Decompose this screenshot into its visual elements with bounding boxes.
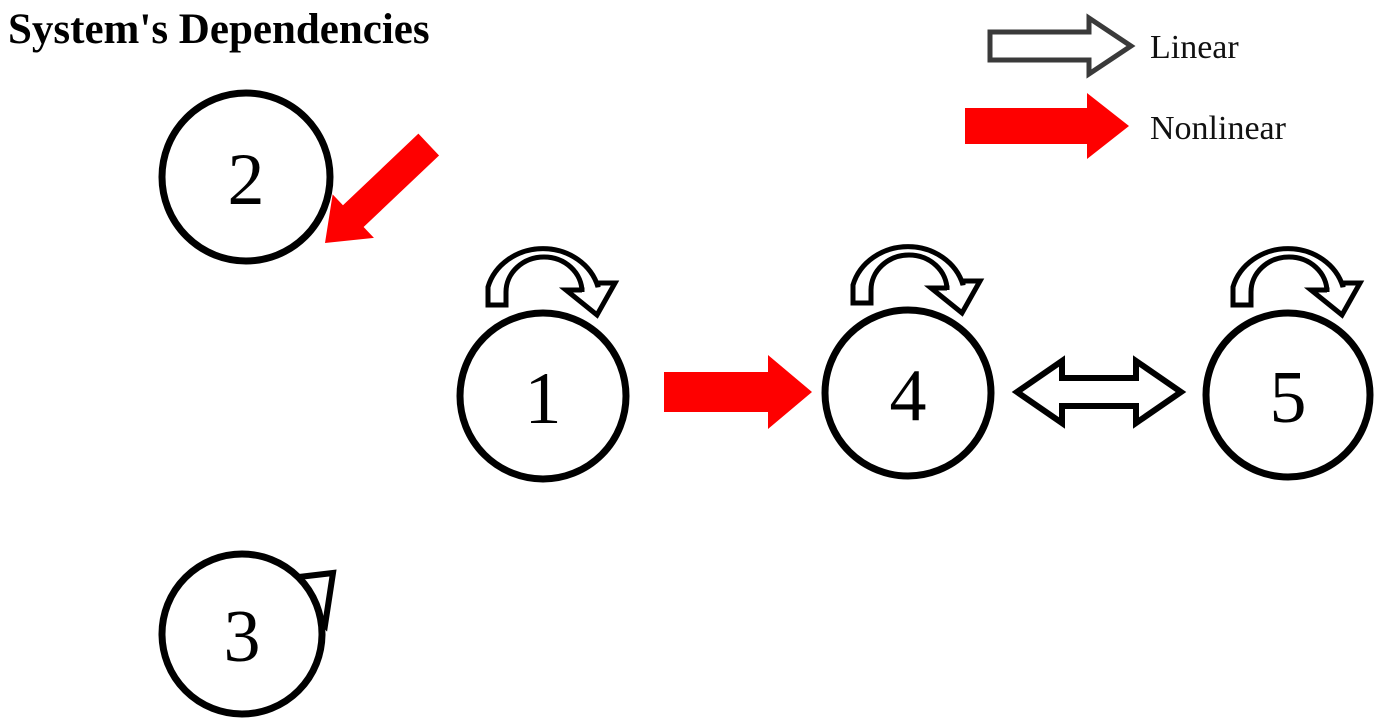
node-4-label: 4 bbox=[890, 355, 927, 437]
node-3-circle bbox=[158, 550, 326, 718]
node-1[interactable]: 1 bbox=[456, 309, 630, 483]
self-loop-arrow-4 bbox=[850, 244, 985, 317]
node-5-label: 5 bbox=[1270, 357, 1307, 439]
node-3[interactable]: 3 bbox=[158, 550, 326, 718]
legend-label-linear: Linear bbox=[1150, 29, 1239, 66]
nonlinear-arrow-icon bbox=[965, 93, 1129, 159]
edge-1-to-2[interactable] bbox=[304, 123, 449, 265]
page-title: System's Dependencies bbox=[8, 6, 430, 53]
node-2-circle bbox=[158, 89, 334, 265]
node-4[interactable]: 4 bbox=[821, 306, 995, 480]
node-2-label: 2 bbox=[228, 139, 265, 221]
legend-item-nonlinear[interactable]: Nonlinear bbox=[965, 93, 1287, 159]
node-5[interactable]: 5 bbox=[1202, 309, 1374, 481]
self-loop-arrow-1 bbox=[485, 246, 620, 319]
node-5-circle bbox=[1202, 309, 1374, 481]
edge-1-to-4[interactable] bbox=[664, 355, 812, 429]
linear-double-arrow-4-5 bbox=[1011, 355, 1187, 429]
node-4-circle bbox=[821, 306, 995, 480]
node-1-circle bbox=[456, 309, 630, 483]
legend-label-nonlinear: Nonlinear bbox=[1150, 110, 1287, 147]
nonlinear-arrow-1-4 bbox=[664, 355, 812, 429]
legend: Linear Nonlinear bbox=[965, 13, 1287, 159]
node-3-label: 3 bbox=[224, 596, 261, 678]
node-2[interactable]: 2 bbox=[158, 89, 334, 265]
node-1-label: 1 bbox=[525, 358, 562, 440]
legend-item-linear[interactable]: Linear bbox=[987, 13, 1239, 79]
nonlinear-arrow-1-2 bbox=[325, 133, 440, 243]
self-loop-node-4[interactable] bbox=[850, 244, 985, 317]
edge-4-to-5[interactable] bbox=[1011, 355, 1187, 429]
self-loop-node-1[interactable] bbox=[485, 246, 620, 319]
self-loop-arrow-5 bbox=[1230, 246, 1365, 319]
linear-arrow-icon bbox=[987, 13, 1136, 79]
self-loop-node-5[interactable] bbox=[1230, 246, 1365, 319]
